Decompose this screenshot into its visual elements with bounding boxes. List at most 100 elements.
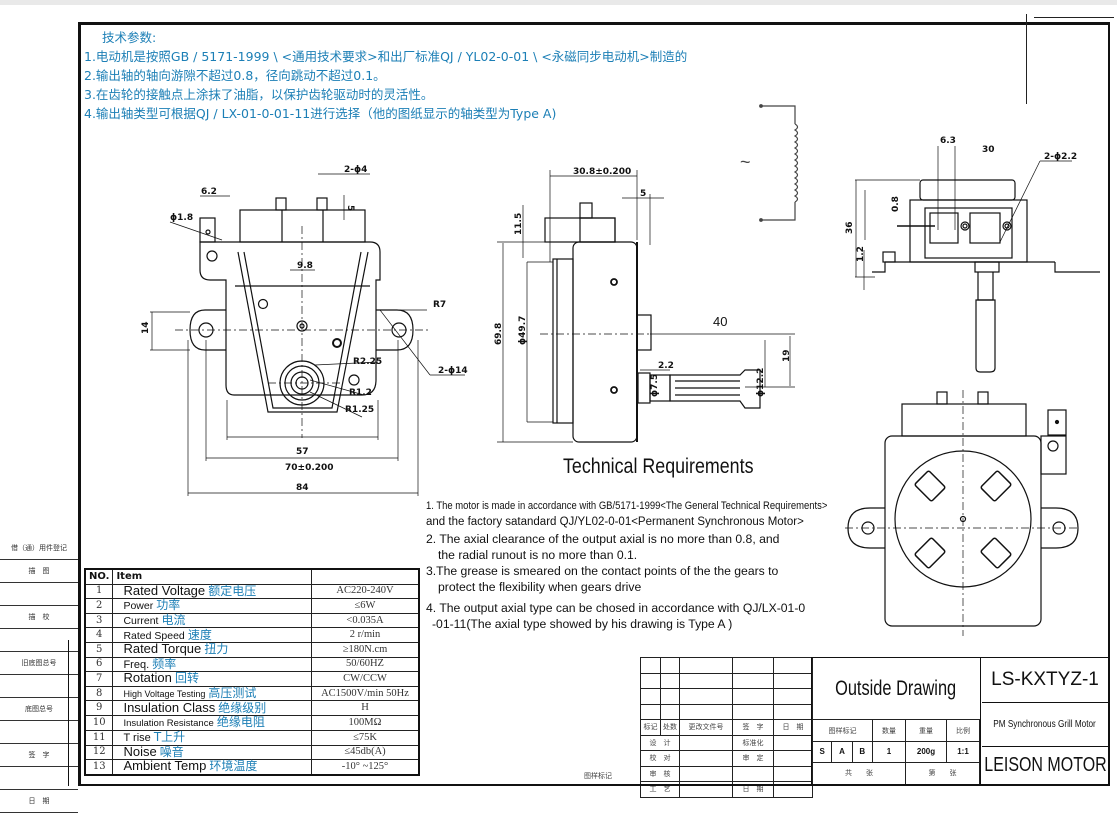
spec-no: 4 <box>84 627 114 643</box>
spec-no: 11 <box>84 729 114 746</box>
spec-value: AC220-240V <box>311 583 420 600</box>
spec-item-en: Freq. <box>123 658 150 671</box>
connector-block <box>239 209 366 243</box>
spec-item-en: Current <box>123 615 159 628</box>
dim-30-8: 30.8±0.200 <box>573 167 631 177</box>
side-register: 借（通）用件登记 描 图 描 校 旧底图总号 底图总号 签 字 日 期 <box>0 537 78 813</box>
col-no: NO. <box>84 568 114 585</box>
dim-36: 36 <box>845 221 855 234</box>
motor-body <box>199 241 381 396</box>
spec-no: 8 <box>84 685 114 702</box>
spec-no: 9 <box>84 700 114 716</box>
spec-item: Ambient Temp 环境温度 <box>112 758 312 776</box>
dim-r1-25: R1.25 <box>345 405 374 415</box>
spec-item-en: Ambient Temp <box>123 758 207 774</box>
spec-item-en: Rotation <box>123 670 172 686</box>
spec-value: 50/60HZ <box>311 656 420 673</box>
frame-bottom <box>78 784 1110 786</box>
drawing-title: Outside Drawing <box>812 658 981 720</box>
rev-header: 更改文件号 <box>679 719 733 736</box>
scale-value: 1:1 <box>946 741 980 763</box>
coil-schematic: ~ <box>740 104 799 222</box>
spec-no: 7 <box>84 671 114 687</box>
label-quantity: 数量 <box>872 718 906 743</box>
drawing-title-text: Outside Drawing <box>835 676 957 700</box>
dim-14: 14 <box>141 321 151 334</box>
dim-2-phi2-2: 2-ϕ2.2 <box>1044 152 1077 162</box>
spec-no: 3 <box>84 612 114 629</box>
spec-item-cn: 功率 <box>156 598 181 613</box>
mount-ear-right <box>376 309 414 351</box>
spec-item-en: Noise <box>123 743 157 759</box>
register-cell <box>0 583 78 606</box>
top-shaft <box>975 299 996 373</box>
rev-header: 日 期 <box>773 719 813 736</box>
label-sample-mark: 图样标记 <box>811 718 874 743</box>
rev-header: 标记 <box>640 719 661 736</box>
spec-item: Rotation 回转 <box>112 670 312 687</box>
spec-item-en: Power <box>123 600 154 613</box>
spec-no: 5 <box>84 641 114 658</box>
corner-mark <box>1034 17 1114 18</box>
rev-label: 设 计 <box>640 734 680 751</box>
rev-header: 处数 <box>660 719 680 736</box>
rev-label: 校 对 <box>640 750 680 767</box>
spec-item-cn: 绝缘电阻 <box>216 714 265 729</box>
col-value <box>311 568 420 585</box>
dim-phi12-2: ϕ12.2 <box>756 368 766 397</box>
register-cell <box>0 721 78 744</box>
rear-view <box>845 390 1080 636</box>
register-divider <box>68 640 69 786</box>
dim-11-5: 11.5 <box>514 213 524 235</box>
register-cell: 日 期 <box>0 790 78 813</box>
mount-ear-left <box>189 309 226 351</box>
spec-value: -10° ~125° <box>311 759 420 776</box>
spec-item: High Voltage Testing 高压测试 <box>112 685 312 702</box>
part-description: PM Synchronous Grill Motor <box>982 702 1108 747</box>
spec-item: Rated Voltage 额定电压 <box>112 583 312 600</box>
rev-label: 审 核 <box>640 765 680 782</box>
spec-value: ≤75K <box>311 729 420 746</box>
dim-5-side: 5 <box>640 189 646 199</box>
label-weight: 重量 <box>904 718 948 743</box>
dim-40: 40 <box>713 314 727 329</box>
dim-0-8: 0.8 <box>891 196 901 212</box>
label-scale: 比例 <box>946 718 980 743</box>
dim-2-2: 2.2 <box>658 361 674 371</box>
spec-item-cn: 绝缘级别 <box>218 700 267 715</box>
spec-value: H <box>311 700 420 716</box>
spec-value: CW/CCW <box>311 671 420 687</box>
top-view: 6.3 30 2-ϕ2.2 0.8 36 1.2 <box>845 136 1100 373</box>
dim-phi49-7: ϕ49.7 <box>518 316 528 345</box>
spec-item-cn: T上升 <box>153 730 186 745</box>
spec-item-cn: 扭力 <box>204 642 229 657</box>
dim-57: 57 <box>296 447 309 457</box>
dim-19: 19 <box>782 349 792 362</box>
register-cell: 描 校 <box>0 606 78 629</box>
spec-item: Rated Speed 速度 <box>112 627 312 643</box>
dim-5: 5 <box>345 205 355 211</box>
spec-value: ≤6W <box>311 598 420 614</box>
drawing-frame <box>78 22 1110 786</box>
quantity-value: 1 <box>872 741 906 763</box>
spec-item: T rise T上升 <box>112 729 312 746</box>
dim-2-phi4: 2-ϕ4 <box>344 165 367 175</box>
spec-item: Noise 噪音 <box>112 743 312 761</box>
spec-item: Current 电流 <box>112 612 312 629</box>
dim-r2-25: R2.25 <box>353 357 382 367</box>
spec-item-en: High Voltage Testing <box>123 689 206 700</box>
spec-item-en: Rated Speed <box>123 629 185 642</box>
requirement-line: 1. The motor is made in accordance with … <box>426 500 828 512</box>
requirement-line: protect the flexibility when gears drive <box>438 580 642 595</box>
dim-6-2: 6.2 <box>201 187 217 197</box>
dim-phi1-8: ϕ1.8 <box>170 213 193 223</box>
dim-1-2: 1.2 <box>856 246 866 262</box>
dim-r7: R7 <box>433 300 446 310</box>
mark-s: S <box>811 741 833 763</box>
